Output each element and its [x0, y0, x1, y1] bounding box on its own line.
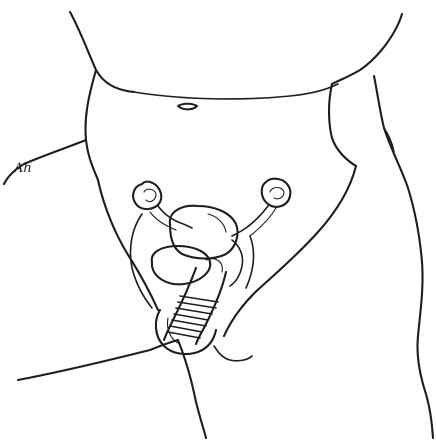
navel [178, 104, 197, 110]
left-torso-edge [70, 12, 134, 92]
left-thigh-line [18, 340, 178, 380]
signature: Ah [13, 161, 32, 176]
right-uterine-vessel [230, 240, 243, 286]
left-waist [85, 70, 98, 180]
reproductive-organs [130, 179, 290, 354]
right-body-contour [374, 76, 433, 438]
right-ovary-inner [270, 188, 284, 199]
abdominal-crease [134, 84, 338, 99]
small-crease [214, 346, 252, 361]
right-waist [329, 84, 356, 166]
bladder [152, 246, 210, 284]
left-fallopian-tube [158, 206, 192, 228]
pelvic-cavity-left [130, 214, 152, 308]
lower-body [18, 340, 252, 438]
uterus-highlight [208, 214, 226, 232]
torso-outline [4, 12, 433, 438]
right-ovary [262, 179, 291, 207]
uterus [170, 206, 238, 259]
left-ovary-inner [144, 189, 156, 201]
left-groin-curve [98, 180, 158, 310]
artist-signature: Ah [13, 161, 32, 176]
right-torso-edge-upper [332, 14, 402, 84]
pelvic-cavity-right [246, 236, 253, 288]
left-ovary [133, 182, 161, 209]
